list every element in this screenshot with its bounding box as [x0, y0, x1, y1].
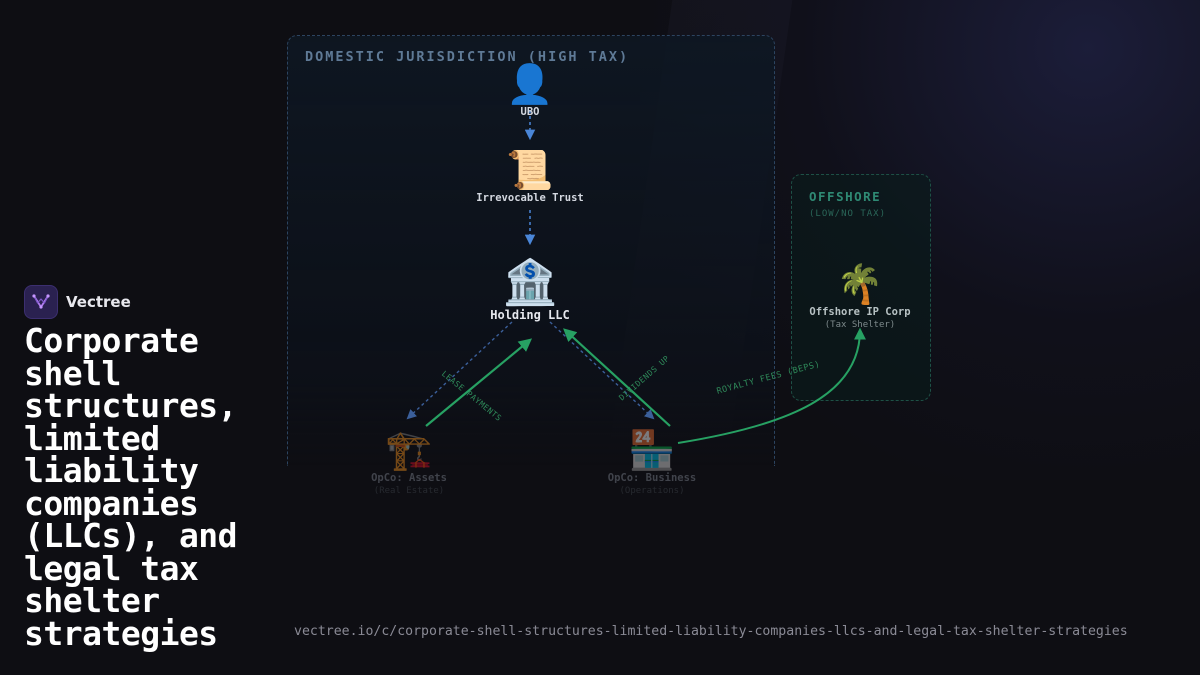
- node-business-label: OpCo: Business: [607, 472, 697, 484]
- edge-label-royalty: ROYALTY FEES (BEPS): [716, 359, 822, 396]
- node-ubo-label: UBO: [520, 106, 540, 118]
- edge-label-dividends: DIVIDENDS UP: [617, 354, 671, 403]
- edge-lease-payments: [425, 338, 533, 427]
- page-title: Corporate shell structures, limited liab…: [24, 321, 238, 653]
- edge-royalty-fees: [677, 327, 866, 444]
- node-holding-llc[interactable]: 🏦 Holding LLC: [490, 257, 570, 323]
- node-offshore-label: Offshore IP Corp: [809, 306, 911, 318]
- edge-holding-business: [549, 321, 655, 420]
- node-offshore-ip-corp[interactable]: 🌴 Offshore IP Corp (Tax Shelter): [809, 264, 910, 330]
- page-url[interactable]: vectree.io/c/corporate-shell-structures-…: [294, 624, 1128, 639]
- domestic-zone-title: DOMESTIC JURISDICTION (HIGH TAX): [305, 49, 630, 65]
- store-icon: 🏪: [628, 428, 676, 472]
- person-icon: 👤: [506, 62, 554, 106]
- node-business-sub: (Operations): [619, 486, 685, 496]
- scroll-icon: 📜: [506, 148, 554, 192]
- node-holding-label: Holding LLC: [490, 308, 570, 322]
- edge-holding-assets: [406, 321, 513, 420]
- brand-name: Vectree: [66, 293, 131, 311]
- offshore-zone-subtitle: (LOW/NO TAX): [809, 209, 887, 219]
- offshore-zone-title: OFFSHORE: [809, 189, 882, 204]
- node-irrevocable-trust[interactable]: 📜 Irrevocable Trust: [476, 150, 583, 204]
- node-offshore-sub: (Tax Shelter): [824, 320, 896, 330]
- bank-icon: 🏦: [502, 257, 558, 308]
- brand[interactable]: Vectree: [24, 285, 294, 319]
- offshore-zone: [791, 174, 931, 401]
- edge-dividends-up: [563, 328, 671, 427]
- node-opco-business[interactable]: 🏪 OpCo: Business (Operations): [608, 430, 697, 496]
- title-panel: Vectree Corporate shell structures, limi…: [24, 285, 294, 650]
- palm-tree-icon: 🌴: [836, 262, 884, 306]
- node-opco-assets[interactable]: 🏗️ OpCo: Assets (Real Estate): [371, 430, 447, 496]
- domestic-jurisdiction-zone: [287, 35, 775, 466]
- edge-label-lease: LEASE PAYMENTS: [440, 369, 504, 423]
- node-trust-label: Irrevocable Trust: [476, 192, 584, 204]
- crane-icon: 🏗️: [385, 428, 433, 472]
- node-assets-label: OpCo: Assets: [371, 472, 447, 484]
- vectree-logo-icon: [24, 285, 58, 319]
- node-ubo[interactable]: 👤 UBO: [506, 64, 553, 118]
- node-assets-sub: (Real Estate): [373, 486, 445, 496]
